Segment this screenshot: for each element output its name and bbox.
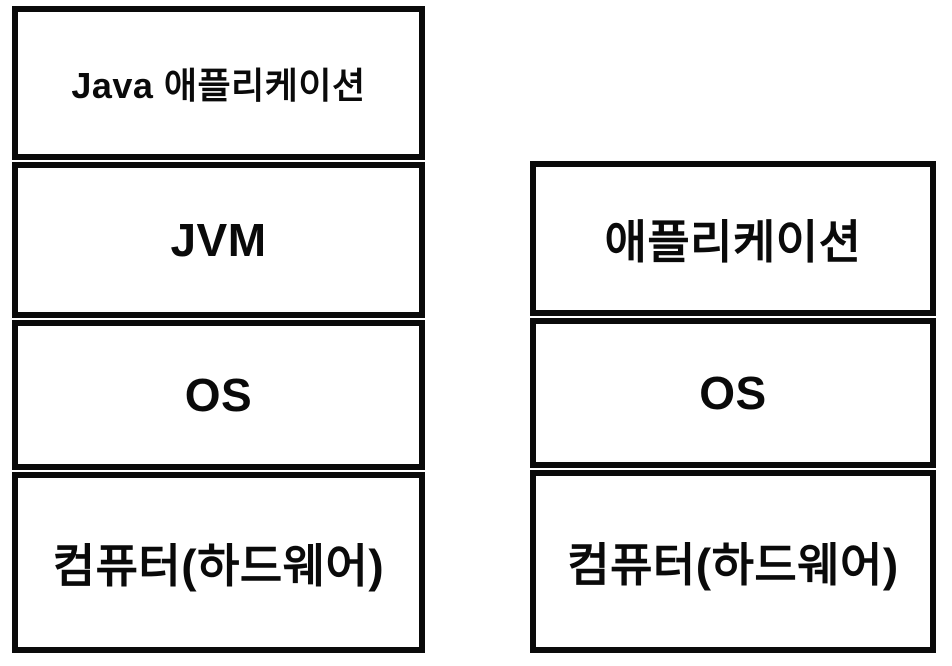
layer-hardware-right: 컴퓨터(하드웨어) <box>530 470 936 653</box>
layer-java-application: Java 애플리케이션 <box>12 6 425 160</box>
layer-application-label: 애플리케이션 <box>604 215 862 268</box>
layer-hardware-left: 컴퓨터(하드웨어) <box>12 472 425 653</box>
layer-jvm: JVM <box>12 162 425 318</box>
jvm-architecture-stack: Java 애플리케이션 JVM OS 컴퓨터(하드웨어) <box>12 6 425 653</box>
layer-java-application-label: Java 애플리케이션 <box>71 65 366 106</box>
native-architecture-stack: 애플리케이션 OS 컴퓨터(하드웨어) <box>530 161 936 653</box>
layer-application: 애플리케이션 <box>530 161 936 316</box>
layer-os-left-label: OS <box>184 369 253 421</box>
layer-os-left: OS <box>12 320 425 470</box>
layer-hardware-right-label: 컴퓨터(하드웨어) <box>567 538 899 591</box>
layer-os-right: OS <box>530 318 936 468</box>
layer-hardware-left-label: 컴퓨터(하드웨어) <box>52 539 385 592</box>
layer-jvm-label: JVM <box>170 214 267 266</box>
layer-os-right-label: OS <box>699 367 767 419</box>
